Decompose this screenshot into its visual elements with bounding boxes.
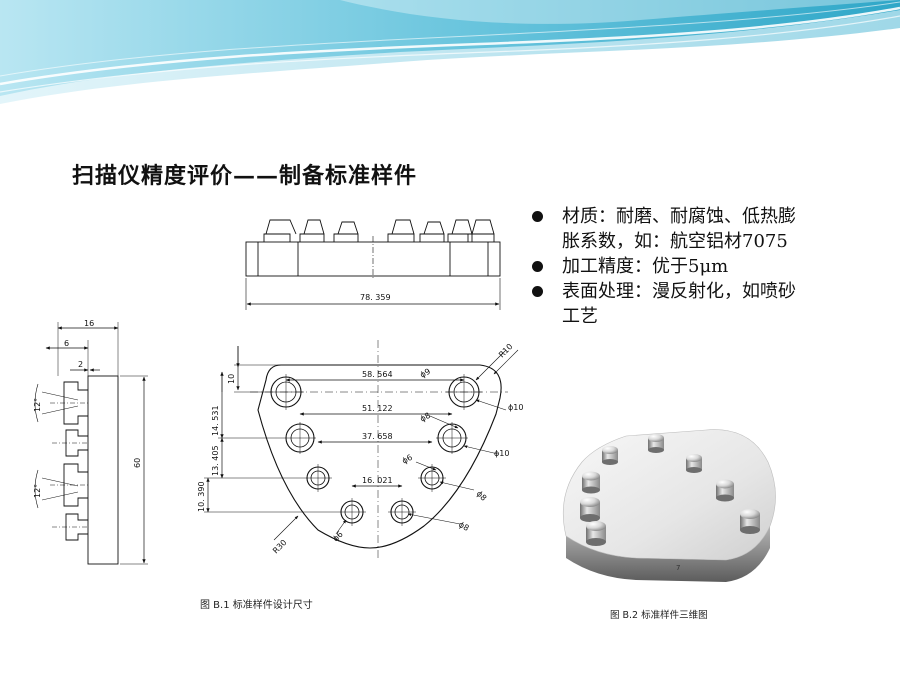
hole-4 [436, 422, 468, 454]
bullet-dot-icon [532, 261, 543, 272]
bullet-list: 材质：耐磨、耐腐蚀、低热膨 胀系数，如：航空铝材7075 加工精度：优于5μm … [530, 204, 870, 329]
radius-r10: R10 [497, 342, 515, 360]
radius-r30: R30 [271, 538, 289, 556]
dim-58564: 58. 564 [362, 370, 393, 379]
dim-10390: 10. 390 [197, 481, 206, 512]
slide-title: 扫描仪精度评价——制备标准样件 [72, 163, 418, 189]
angle-label-2: 12° [33, 484, 42, 498]
figure-caption-b2: 图 B.2 标准样件三维图 [610, 609, 708, 621]
hole-7 [338, 498, 366, 526]
diameter-label: ϕ9 [419, 367, 432, 380]
bullet-item-precision: 加工精度：优于5μm [530, 254, 870, 279]
dim-side-16: 16 [84, 319, 94, 328]
diameter-label: ϕ10 [508, 403, 523, 412]
dim-13405: 13. 405 [211, 445, 220, 476]
bullet-line: 表面处理：漫反射化，如喷砂 [562, 281, 796, 302]
bullet-line: 胀系数，如：航空铝材7075 [562, 231, 788, 252]
figure-caption-b1: 图 B.1 标准样件设计尺寸 [200, 598, 313, 611]
dim-side-60: 60 [133, 458, 142, 468]
dim-16021: 16. 021 [362, 476, 393, 485]
dim-front-width: 78. 359 [360, 293, 391, 302]
bullet-item-surface: 表面处理：漫反射化，如喷砂 工艺 [530, 279, 870, 329]
hole-2 [446, 374, 482, 410]
dim-37658: 37. 658 [362, 432, 393, 441]
side-view [34, 322, 148, 565]
pin-posts [580, 434, 760, 546]
diameter-label: ϕ8 [419, 411, 432, 424]
front-view [245, 219, 501, 310]
hole-5 [304, 464, 332, 492]
dim-51122: 51. 122 [362, 404, 393, 413]
top-view [204, 340, 519, 560]
header-wave-decoration [0, 0, 900, 104]
technical-drawing: 78. 359 16 6 2 60 12° 12° 58. 564 51. 12… [33, 219, 523, 611]
dim-10: 10 [227, 374, 236, 384]
bullet-line: 工艺 [562, 306, 598, 327]
diameter-label: ϕ8 [475, 489, 489, 503]
dim-side-6: 6 [64, 339, 69, 348]
angle-label-1: 12° [33, 398, 42, 412]
bullet-line: 材质：耐磨、耐腐蚀、低热膨 [562, 206, 796, 227]
bullet-item-material: 材质：耐磨、耐腐蚀、低热膨 胀系数，如：航空铝材7075 [530, 204, 870, 254]
dim-14531: 14. 531 [211, 405, 220, 436]
bullet-dot-icon [532, 211, 543, 222]
hole-3 [284, 422, 316, 454]
diameter-label: ϕ6 [331, 530, 345, 544]
render-mark: 7 [676, 564, 680, 572]
bullet-dot-icon [532, 286, 543, 297]
hole-1 [268, 374, 304, 410]
part-3d-render: 7 图 B.2 标准样件三维图 [562, 429, 776, 621]
diameter-label: ϕ10 [494, 449, 509, 458]
dim-side-2: 2 [78, 360, 83, 369]
hole-8 [388, 498, 416, 526]
bullet-line: 加工精度：优于5μm [562, 256, 729, 277]
diameter-label: ϕ8 [457, 520, 470, 533]
diameter-label: ϕ6 [401, 453, 414, 466]
